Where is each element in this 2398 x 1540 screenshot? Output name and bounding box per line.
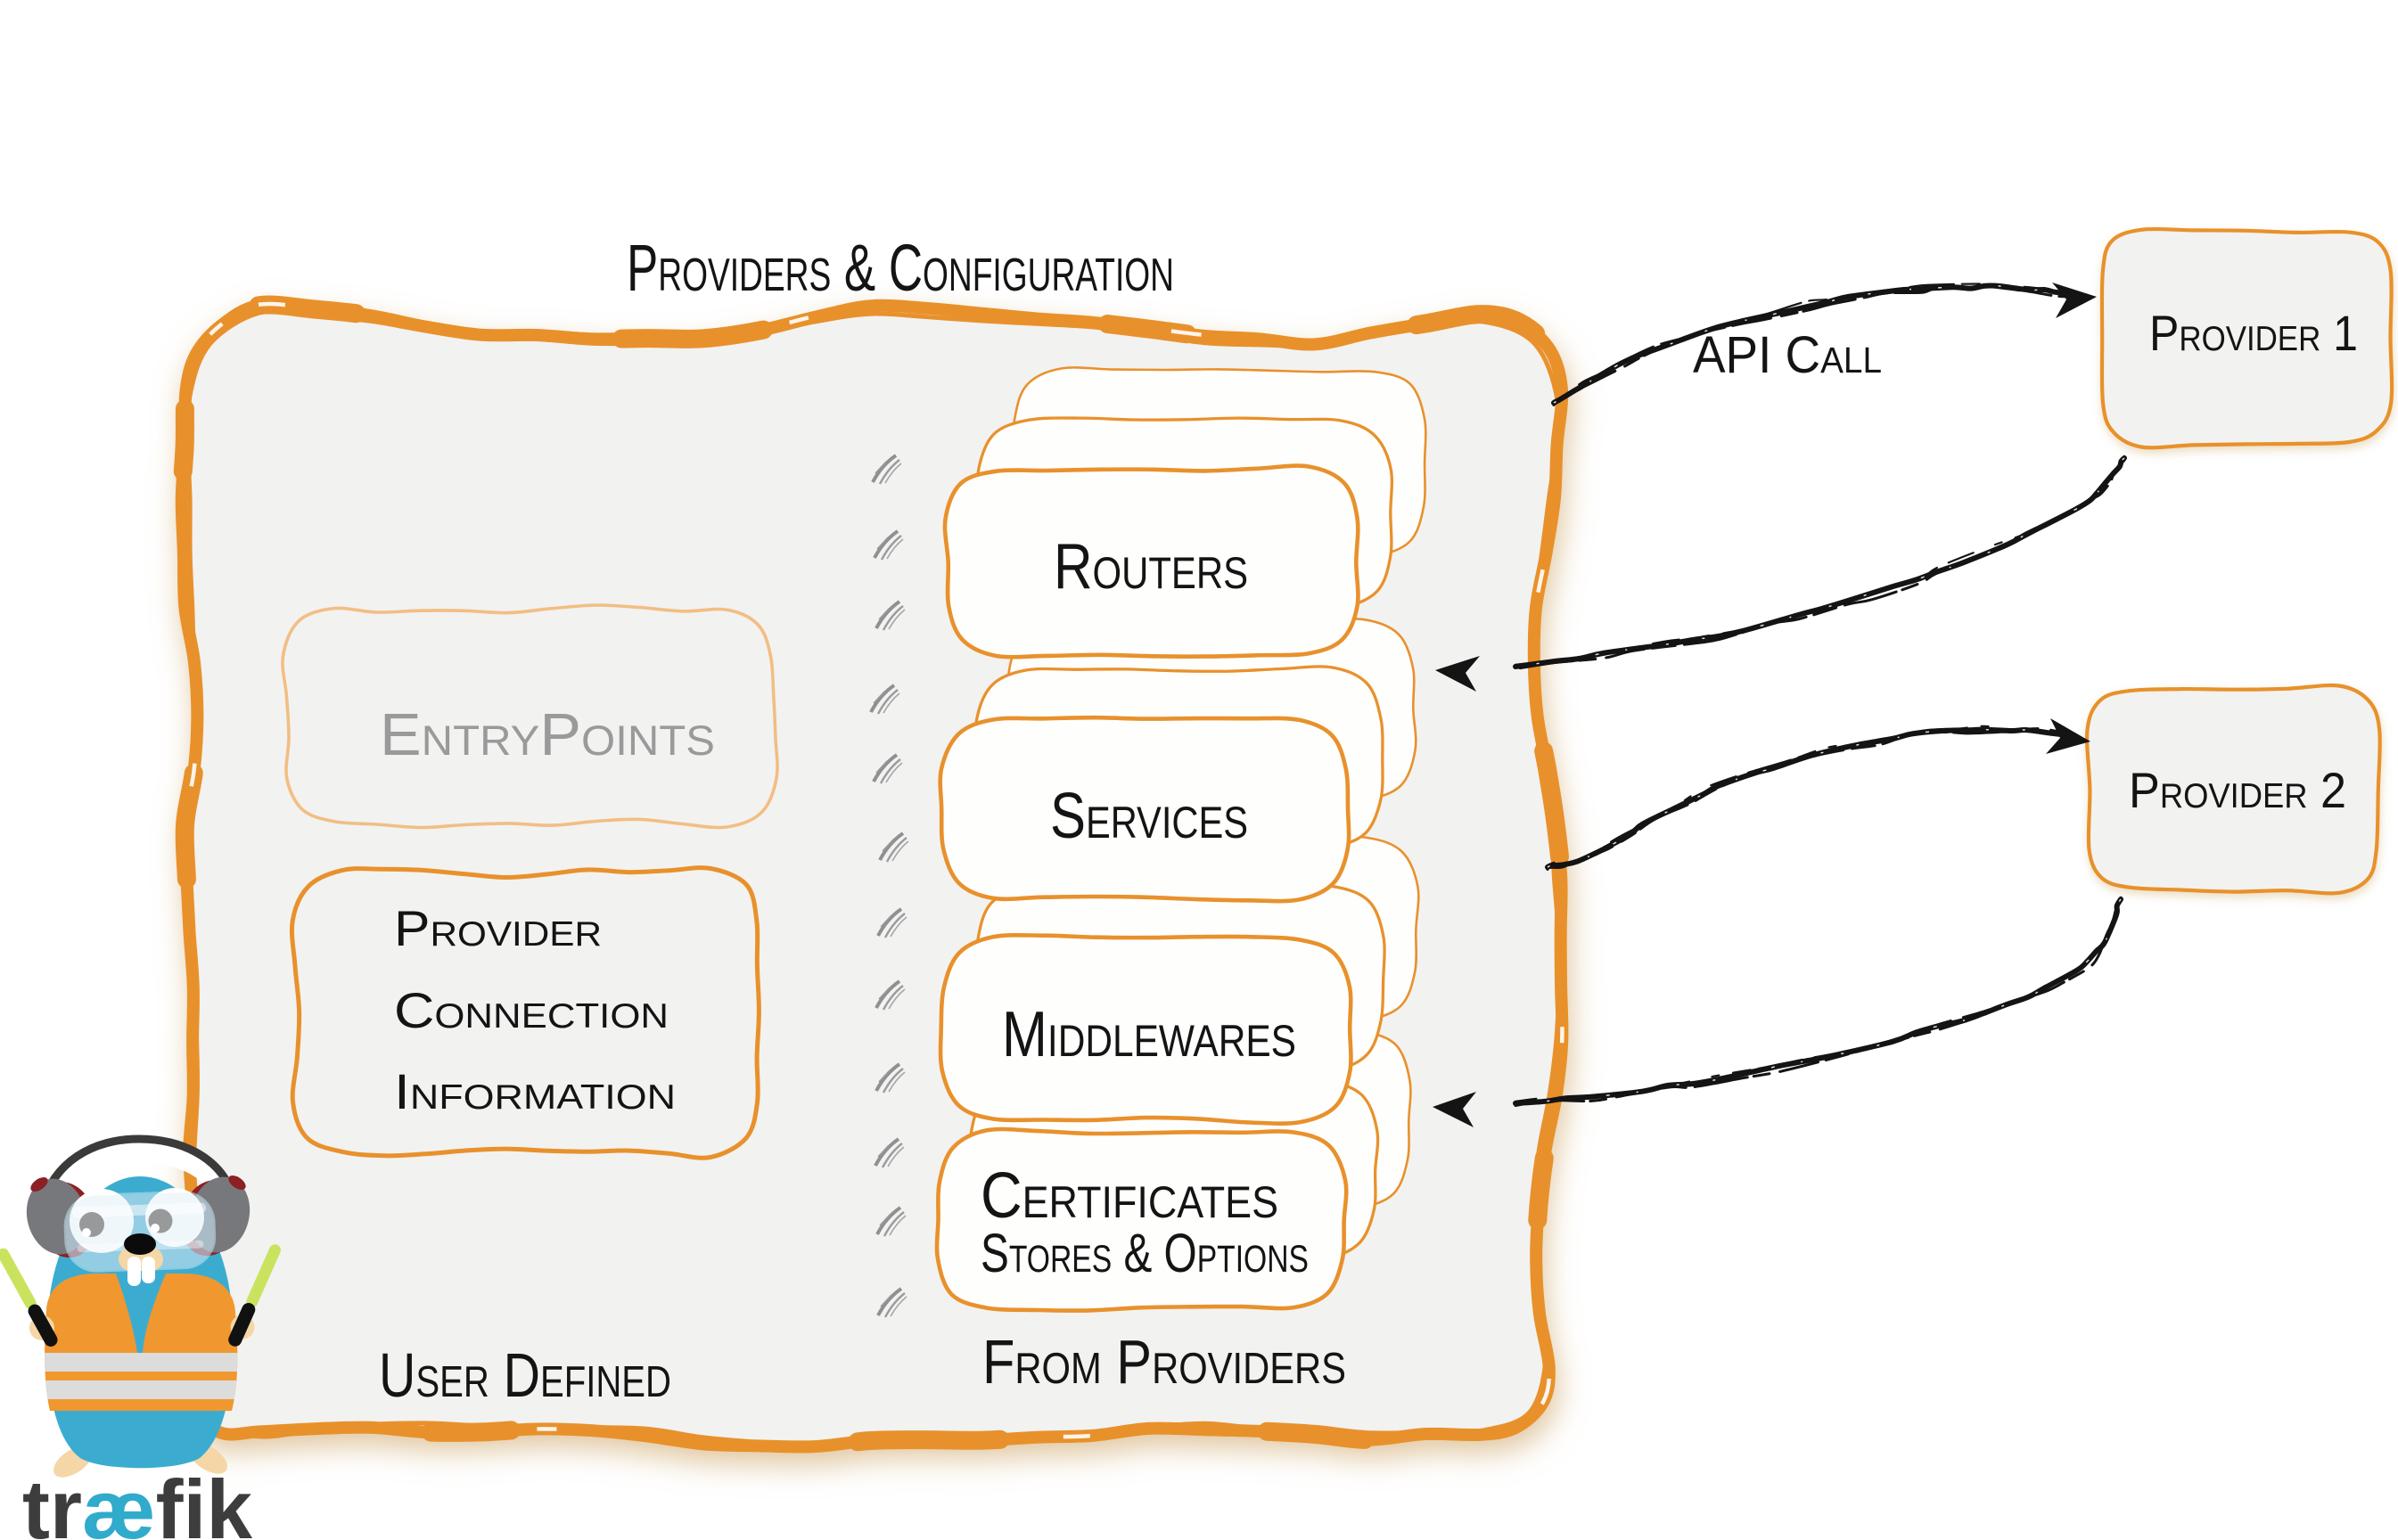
svg-text:Services: Services [1050, 781, 1248, 852]
svg-text:Provider 1: Provider 1 [2149, 305, 2358, 361]
svg-text:Middlewares: Middlewares [1002, 999, 1296, 1070]
svg-text:Providers & Configuration: Providers & Configuration [627, 231, 1174, 305]
svg-text:User Defined: User Defined [379, 1340, 671, 1410]
svg-text:Routers: Routers [1054, 531, 1248, 602]
svg-text:Provider: Provider [394, 900, 602, 956]
svg-text:From Providers: From Providers [982, 1327, 1346, 1397]
svg-text:API Call: API Call [1693, 326, 1882, 384]
svg-text:Provider 2: Provider 2 [2129, 762, 2346, 818]
svg-text:Certificates: Certificates [981, 1160, 1278, 1232]
svg-text:Stores & Options: Stores & Options [981, 1223, 1309, 1283]
svg-text:træfik: træfik [22, 1462, 253, 1540]
svg-text:Connection: Connection [394, 982, 669, 1038]
svg-text:EntryPoints: EntryPoints [380, 701, 715, 768]
svg-text:Information: Information [394, 1063, 676, 1119]
